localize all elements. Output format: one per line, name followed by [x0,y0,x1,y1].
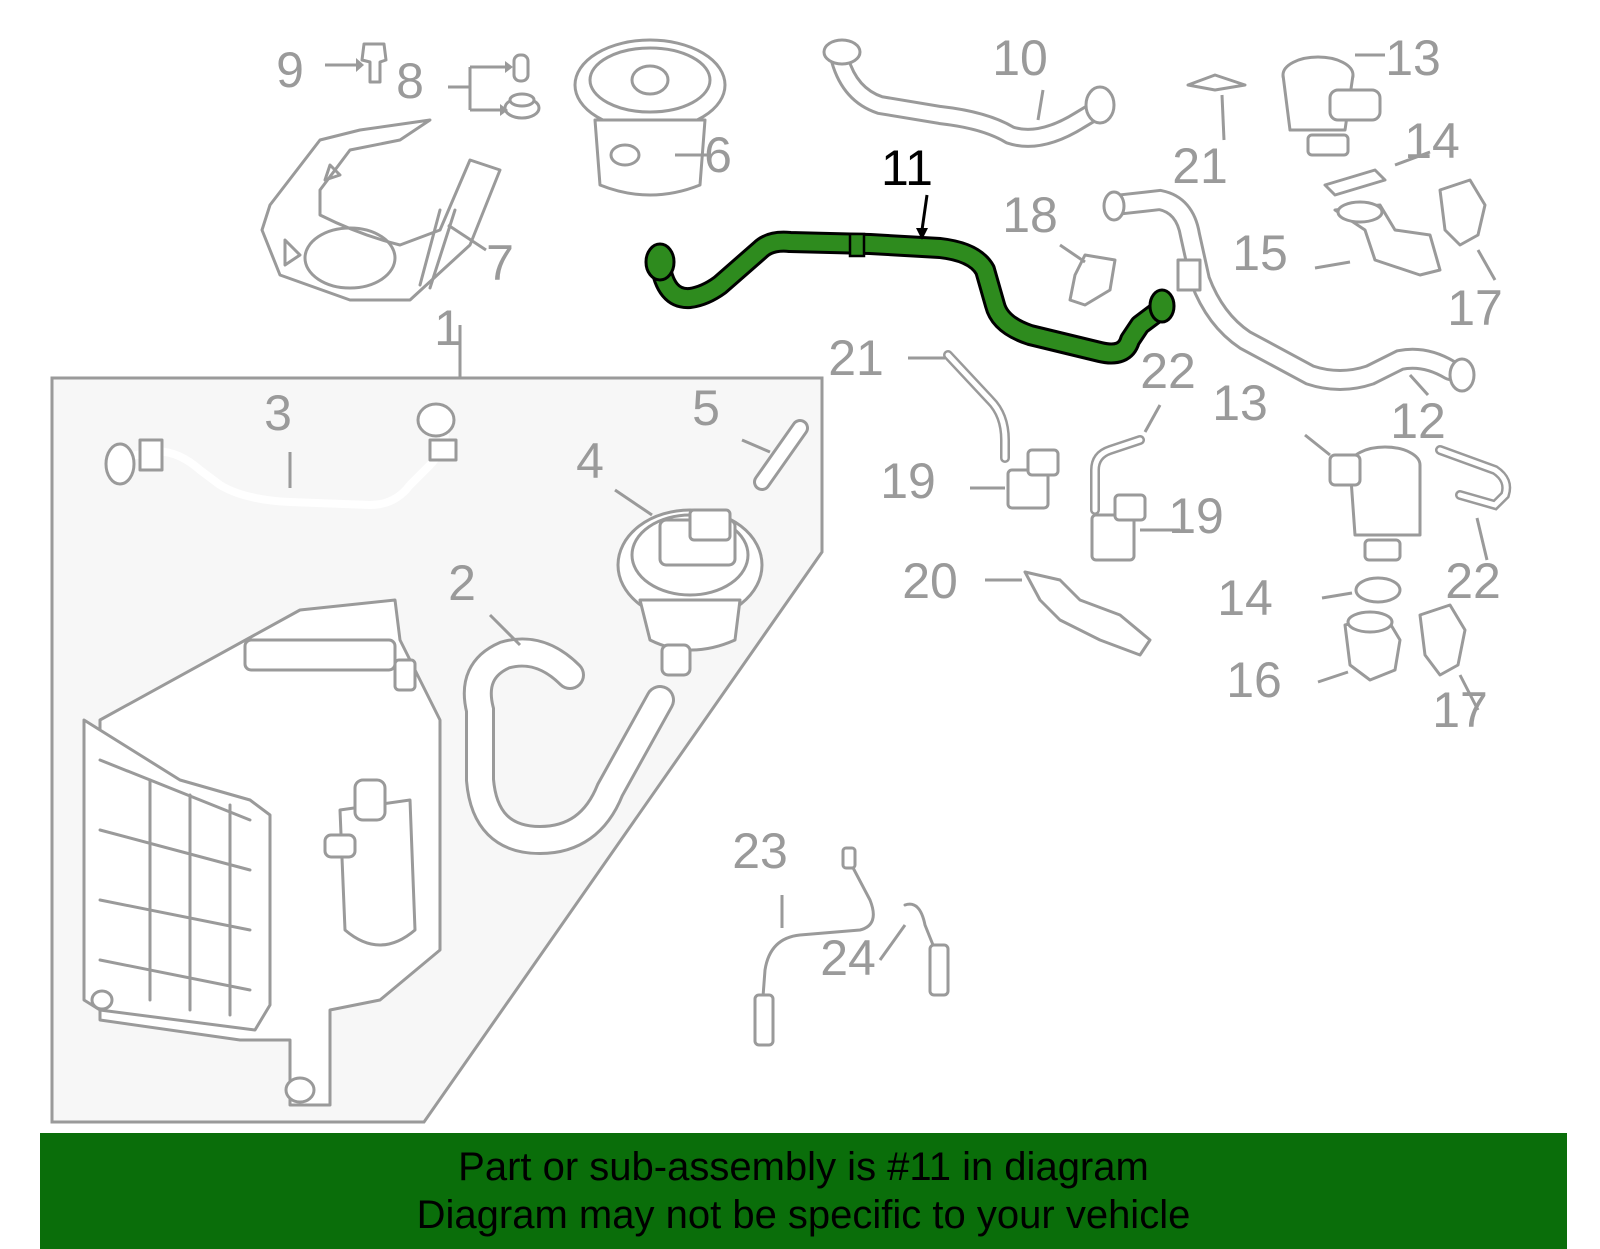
callout-12: 12 [1390,393,1446,449]
callout-1: 1 [434,300,462,356]
callout-17a: 17 [1447,280,1503,336]
part-3-hose [104,402,458,510]
callout-22a: 22 [1140,343,1196,399]
callout-21a: 21 [1172,138,1228,194]
part-11-hose-highlighted [644,194,1176,365]
callout-3: 3 [264,385,292,441]
callout-19a: 19 [880,453,936,509]
callout-14b: 14 [1217,570,1273,626]
callout-5: 5 [692,380,720,436]
part-15-pipe [1314,200,1442,277]
part-6-air-pump [573,38,727,197]
callout-16: 16 [1226,652,1282,708]
callout-9: 9 [276,42,304,98]
callout-20: 20 [902,553,958,609]
callout-2: 2 [448,555,476,611]
callout-6: 6 [704,127,732,183]
part-5-hose [741,419,809,491]
part-4-valve [614,488,764,677]
canister [82,598,442,1107]
part-23-sensor [753,846,875,1047]
callout-19b: 19 [1168,488,1224,544]
callout-17b: 17 [1432,682,1488,738]
banner-line-1: Part or sub-assembly is #11 in diagram [458,1145,1149,1189]
part-14-gasket-upper [1323,150,1431,197]
info-banner: Part or sub-assembly is #11 in diagram D… [40,1133,1567,1249]
callout-22b: 22 [1445,553,1501,609]
part-13-valve-upper [1281,53,1385,157]
part-21-hose-lower [908,350,1010,463]
callout-21b: 21 [828,330,884,386]
part-10-hose [822,38,1116,148]
part-21-clip-upper [1186,73,1247,141]
part-17-plate-upper [1438,178,1497,281]
callout-4: 4 [576,433,604,489]
callout-13b: 13 [1212,375,1268,431]
callout-14a: 14 [1404,113,1460,169]
callout-15: 15 [1232,225,1288,281]
part-22-hose-right [1435,445,1512,561]
callout-7: 7 [486,235,514,291]
part-20-bracket [985,570,1152,657]
part-14-gasket-lower [1321,576,1402,604]
callout-13a: 13 [1385,30,1441,86]
part-22-hose-mid [1090,404,1162,515]
part-19-solenoid-right [1090,493,1180,562]
callout-11: 11 [881,140,933,196]
part-19-solenoid-left [970,448,1060,510]
part-7-bracket [260,118,502,302]
part-12-hose [1102,188,1476,397]
callout-24: 24 [820,930,876,986]
callout-18: 18 [1002,187,1058,243]
part-13-valve-lower [1304,433,1422,562]
callout-23: 23 [732,823,788,879]
part-24-sensor [878,902,950,997]
part-8-grommets [448,53,541,120]
part-2-hose [462,613,675,856]
part-16-elbow [1317,610,1402,684]
part-9-bolt [325,42,388,84]
banner-line-2: Diagram may not be specific to your vehi… [416,1193,1191,1237]
callout-8: 8 [396,53,424,109]
part-18-sensor [1059,243,1117,307]
part-17-plate-lower [1418,603,1480,711]
callout-10: 10 [992,30,1048,86]
